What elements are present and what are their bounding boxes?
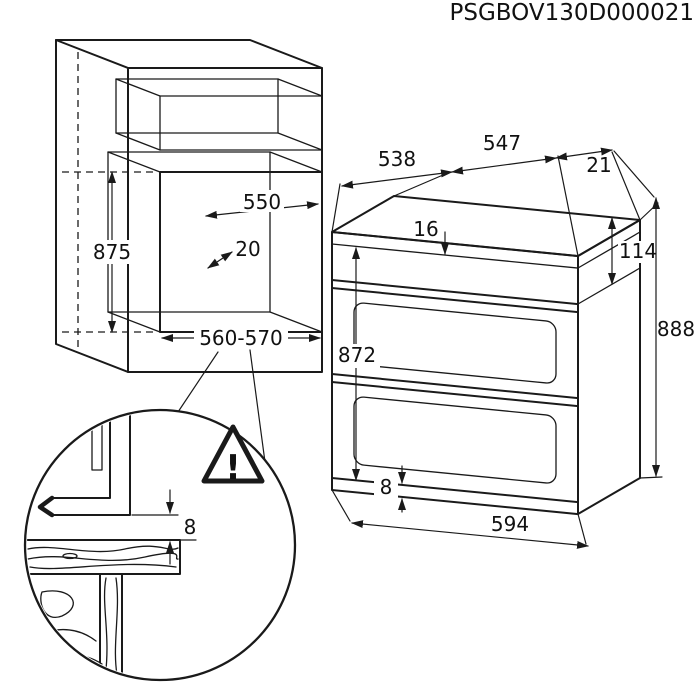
dim-8-bottom-label: 8	[380, 475, 393, 499]
dim-floor-gap: 8	[131, 489, 197, 565]
detail-circle	[23, 408, 297, 682]
dim-rear-gap: 20	[207, 237, 261, 269]
dim-547-label: 547	[483, 131, 521, 155]
oven-side-face	[577, 219, 641, 515]
upper-compartment	[115, 78, 323, 151]
dim-20-label: 20	[235, 237, 260, 261]
dim-oven-door-thickness: 21	[555, 147, 613, 177]
cabinet-outline	[55, 39, 323, 373]
dim-oven-bottom-gap: 8	[374, 465, 406, 513]
oven-drawing: 538 547 21 16 114 872	[331, 131, 695, 549]
dim-niche-width: 560-570	[161, 325, 321, 350]
oven-door-lower	[353, 396, 557, 484]
dim-niche-depth: 550	[205, 190, 319, 219]
oven-front-face	[331, 231, 579, 516]
cabinet-drawing: 875 550 20 560-570	[55, 39, 323, 463]
dim-550-label: 550	[243, 190, 281, 214]
detail-callout-lines	[177, 349, 266, 463]
dim-8-gap-label: 8	[184, 515, 197, 539]
dim-594-label: 594	[491, 512, 529, 536]
dim-oven-panel-height: 114	[608, 217, 660, 285]
dim-538-label: 538	[378, 147, 416, 171]
dim-888-label: 888	[657, 317, 695, 341]
dim-niche-height: 875	[86, 171, 138, 333]
dim-114-label: 114	[619, 239, 657, 263]
oven-door-upper	[353, 302, 557, 384]
dim-oven-width: 594	[351, 512, 589, 549]
hidden-edge-lines	[62, 52, 158, 350]
dim-560-570-label: 560-570	[199, 326, 283, 350]
detail-view: 8 !	[23, 408, 297, 682]
dim-21-label: 21	[586, 153, 611, 177]
niche-interior	[107, 151, 323, 333]
dim-oven-body-height: 872	[336, 247, 380, 481]
dim-875-label: 875	[93, 240, 131, 264]
warning-exclamation: !	[225, 448, 241, 488]
dim-oven-top-lip: 16	[413, 217, 449, 255]
dim-16-label: 16	[413, 217, 438, 241]
dim-oven-depth-body: 538	[341, 147, 453, 189]
warning-icon: !	[201, 424, 265, 488]
dim-oven-depth-total: 547	[451, 131, 557, 175]
part-number: PSGBOV130D000021	[449, 0, 694, 26]
dim-oven-total-height: 888	[652, 197, 695, 477]
dim-872-label: 872	[338, 343, 376, 367]
